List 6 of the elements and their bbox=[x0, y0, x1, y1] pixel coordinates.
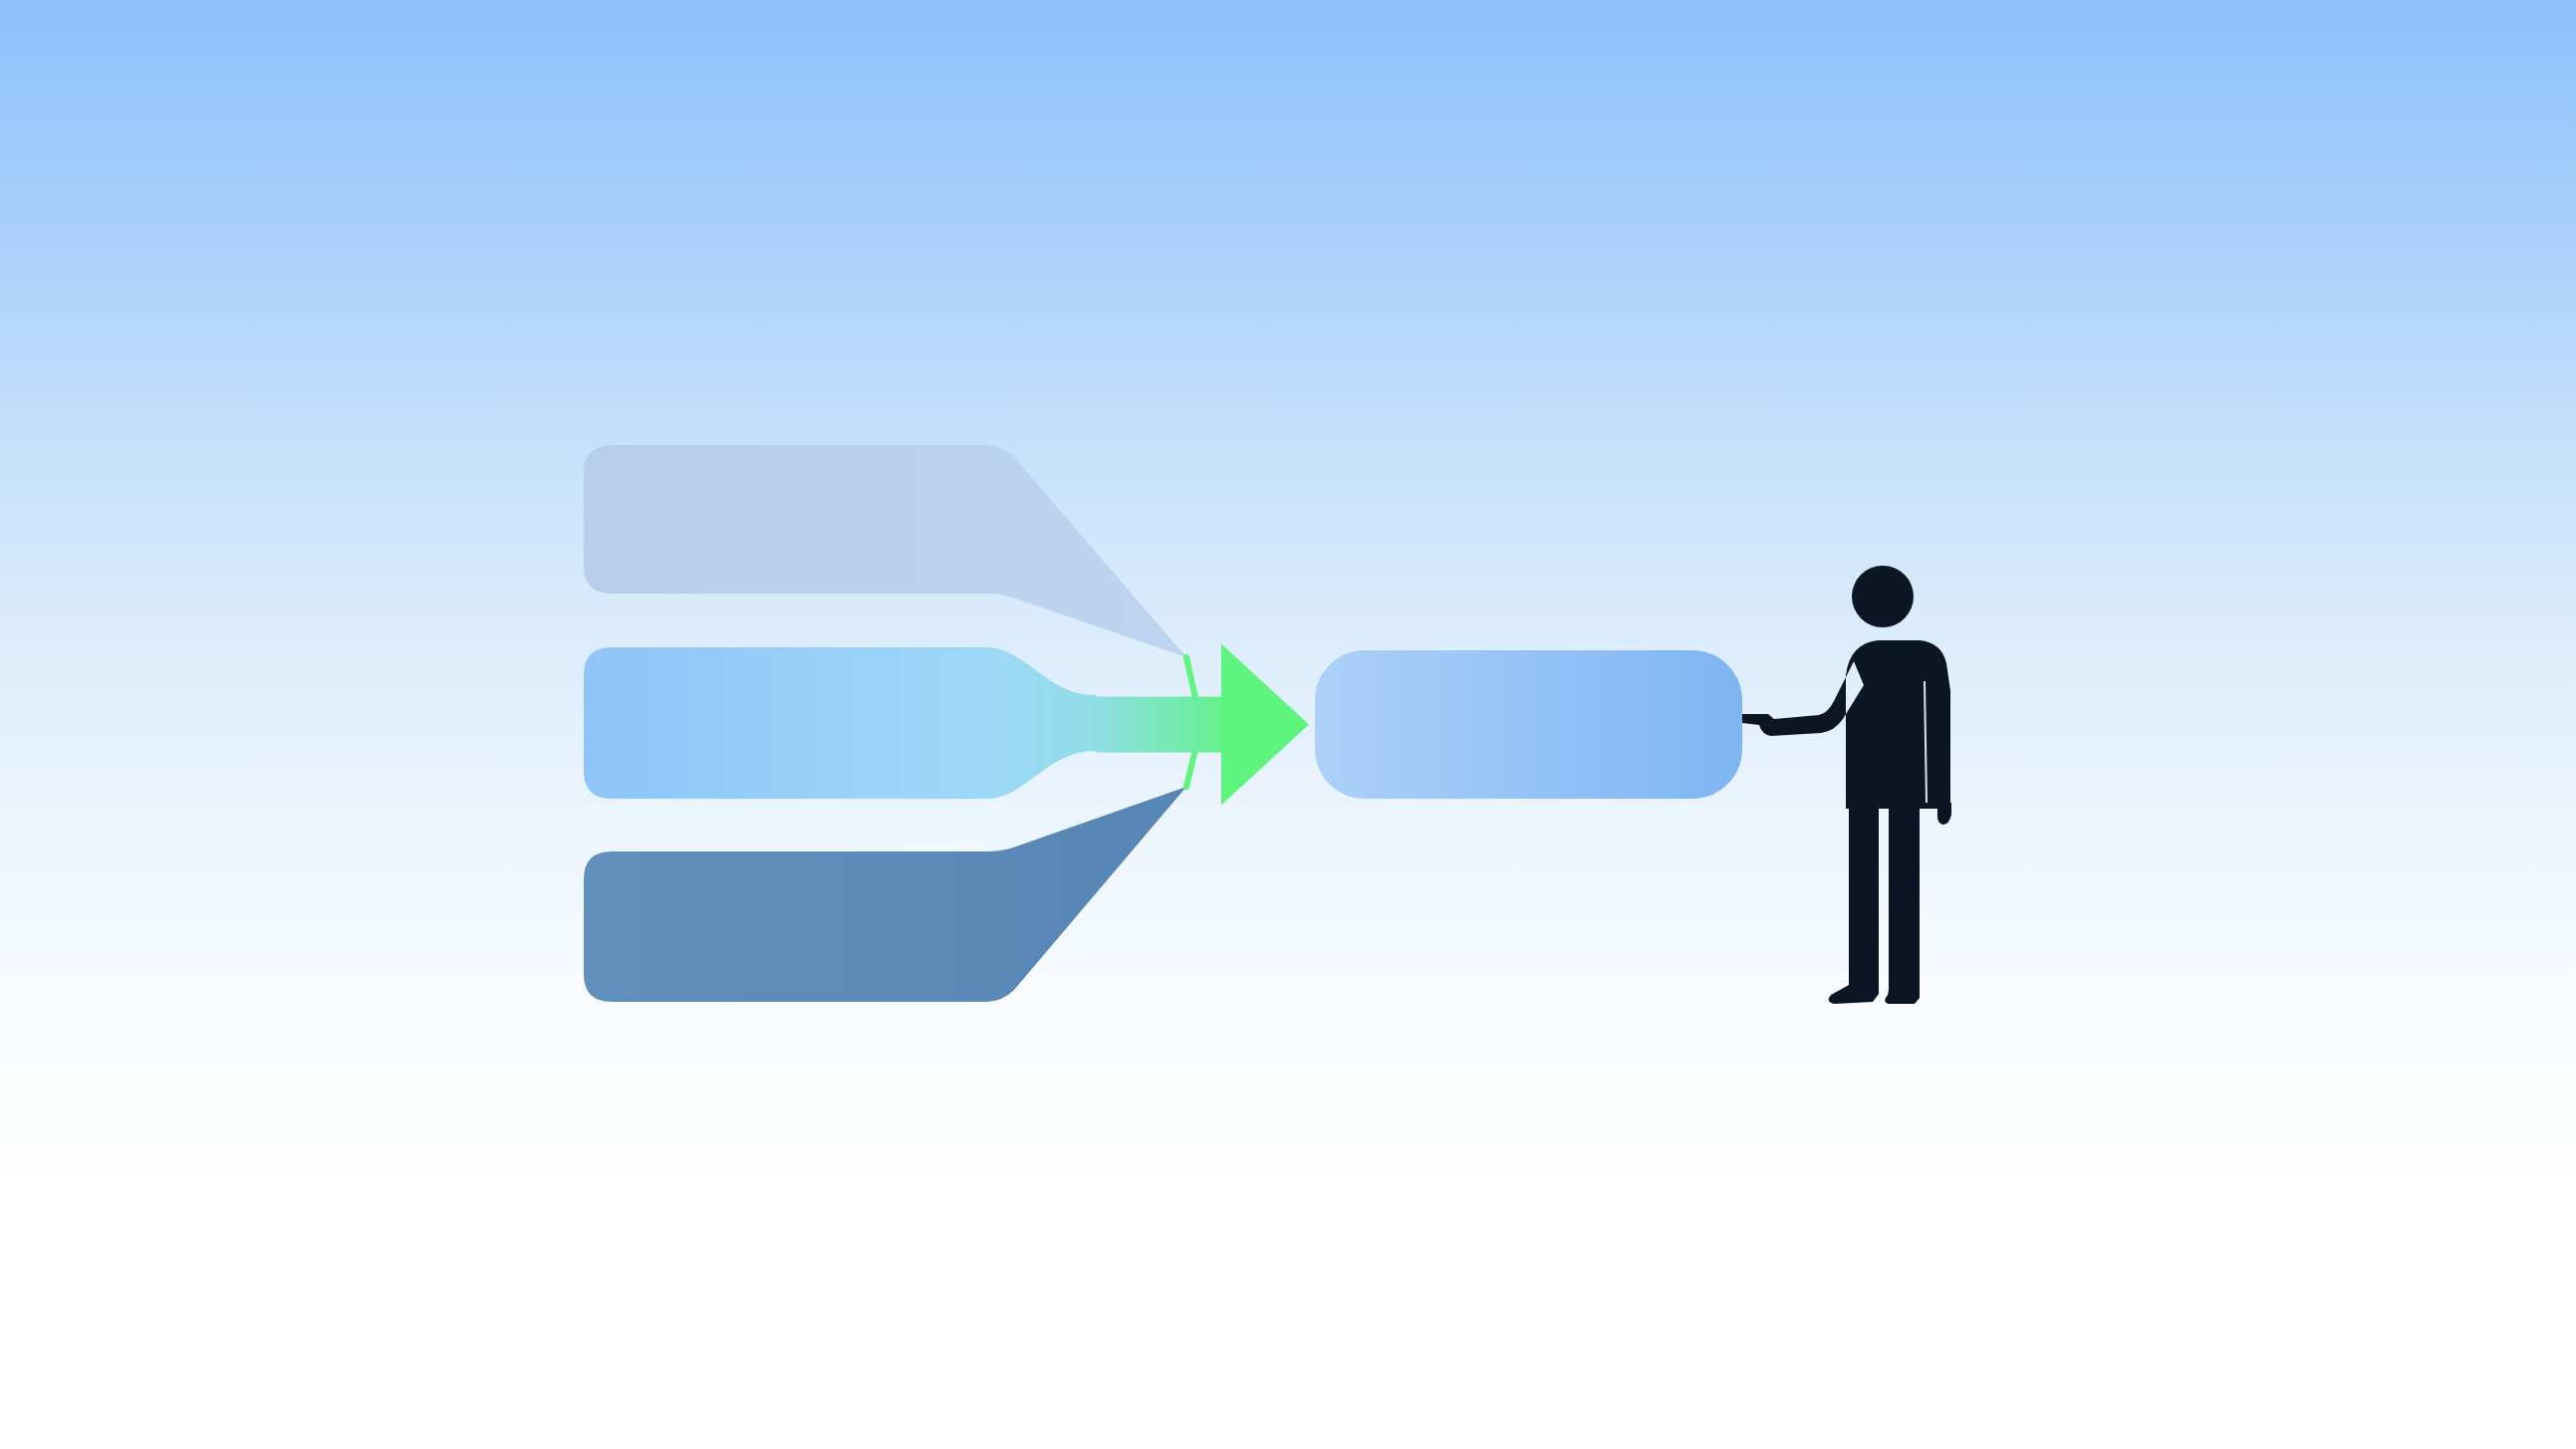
tapered-box bbox=[584, 445, 1186, 657]
tapered-box bbox=[584, 647, 1096, 799]
person-silhouette bbox=[1742, 564, 1950, 1006]
arrow bbox=[1201, 643, 1309, 806]
result-box bbox=[1315, 650, 1742, 799]
tapered-box bbox=[584, 787, 1186, 1002]
